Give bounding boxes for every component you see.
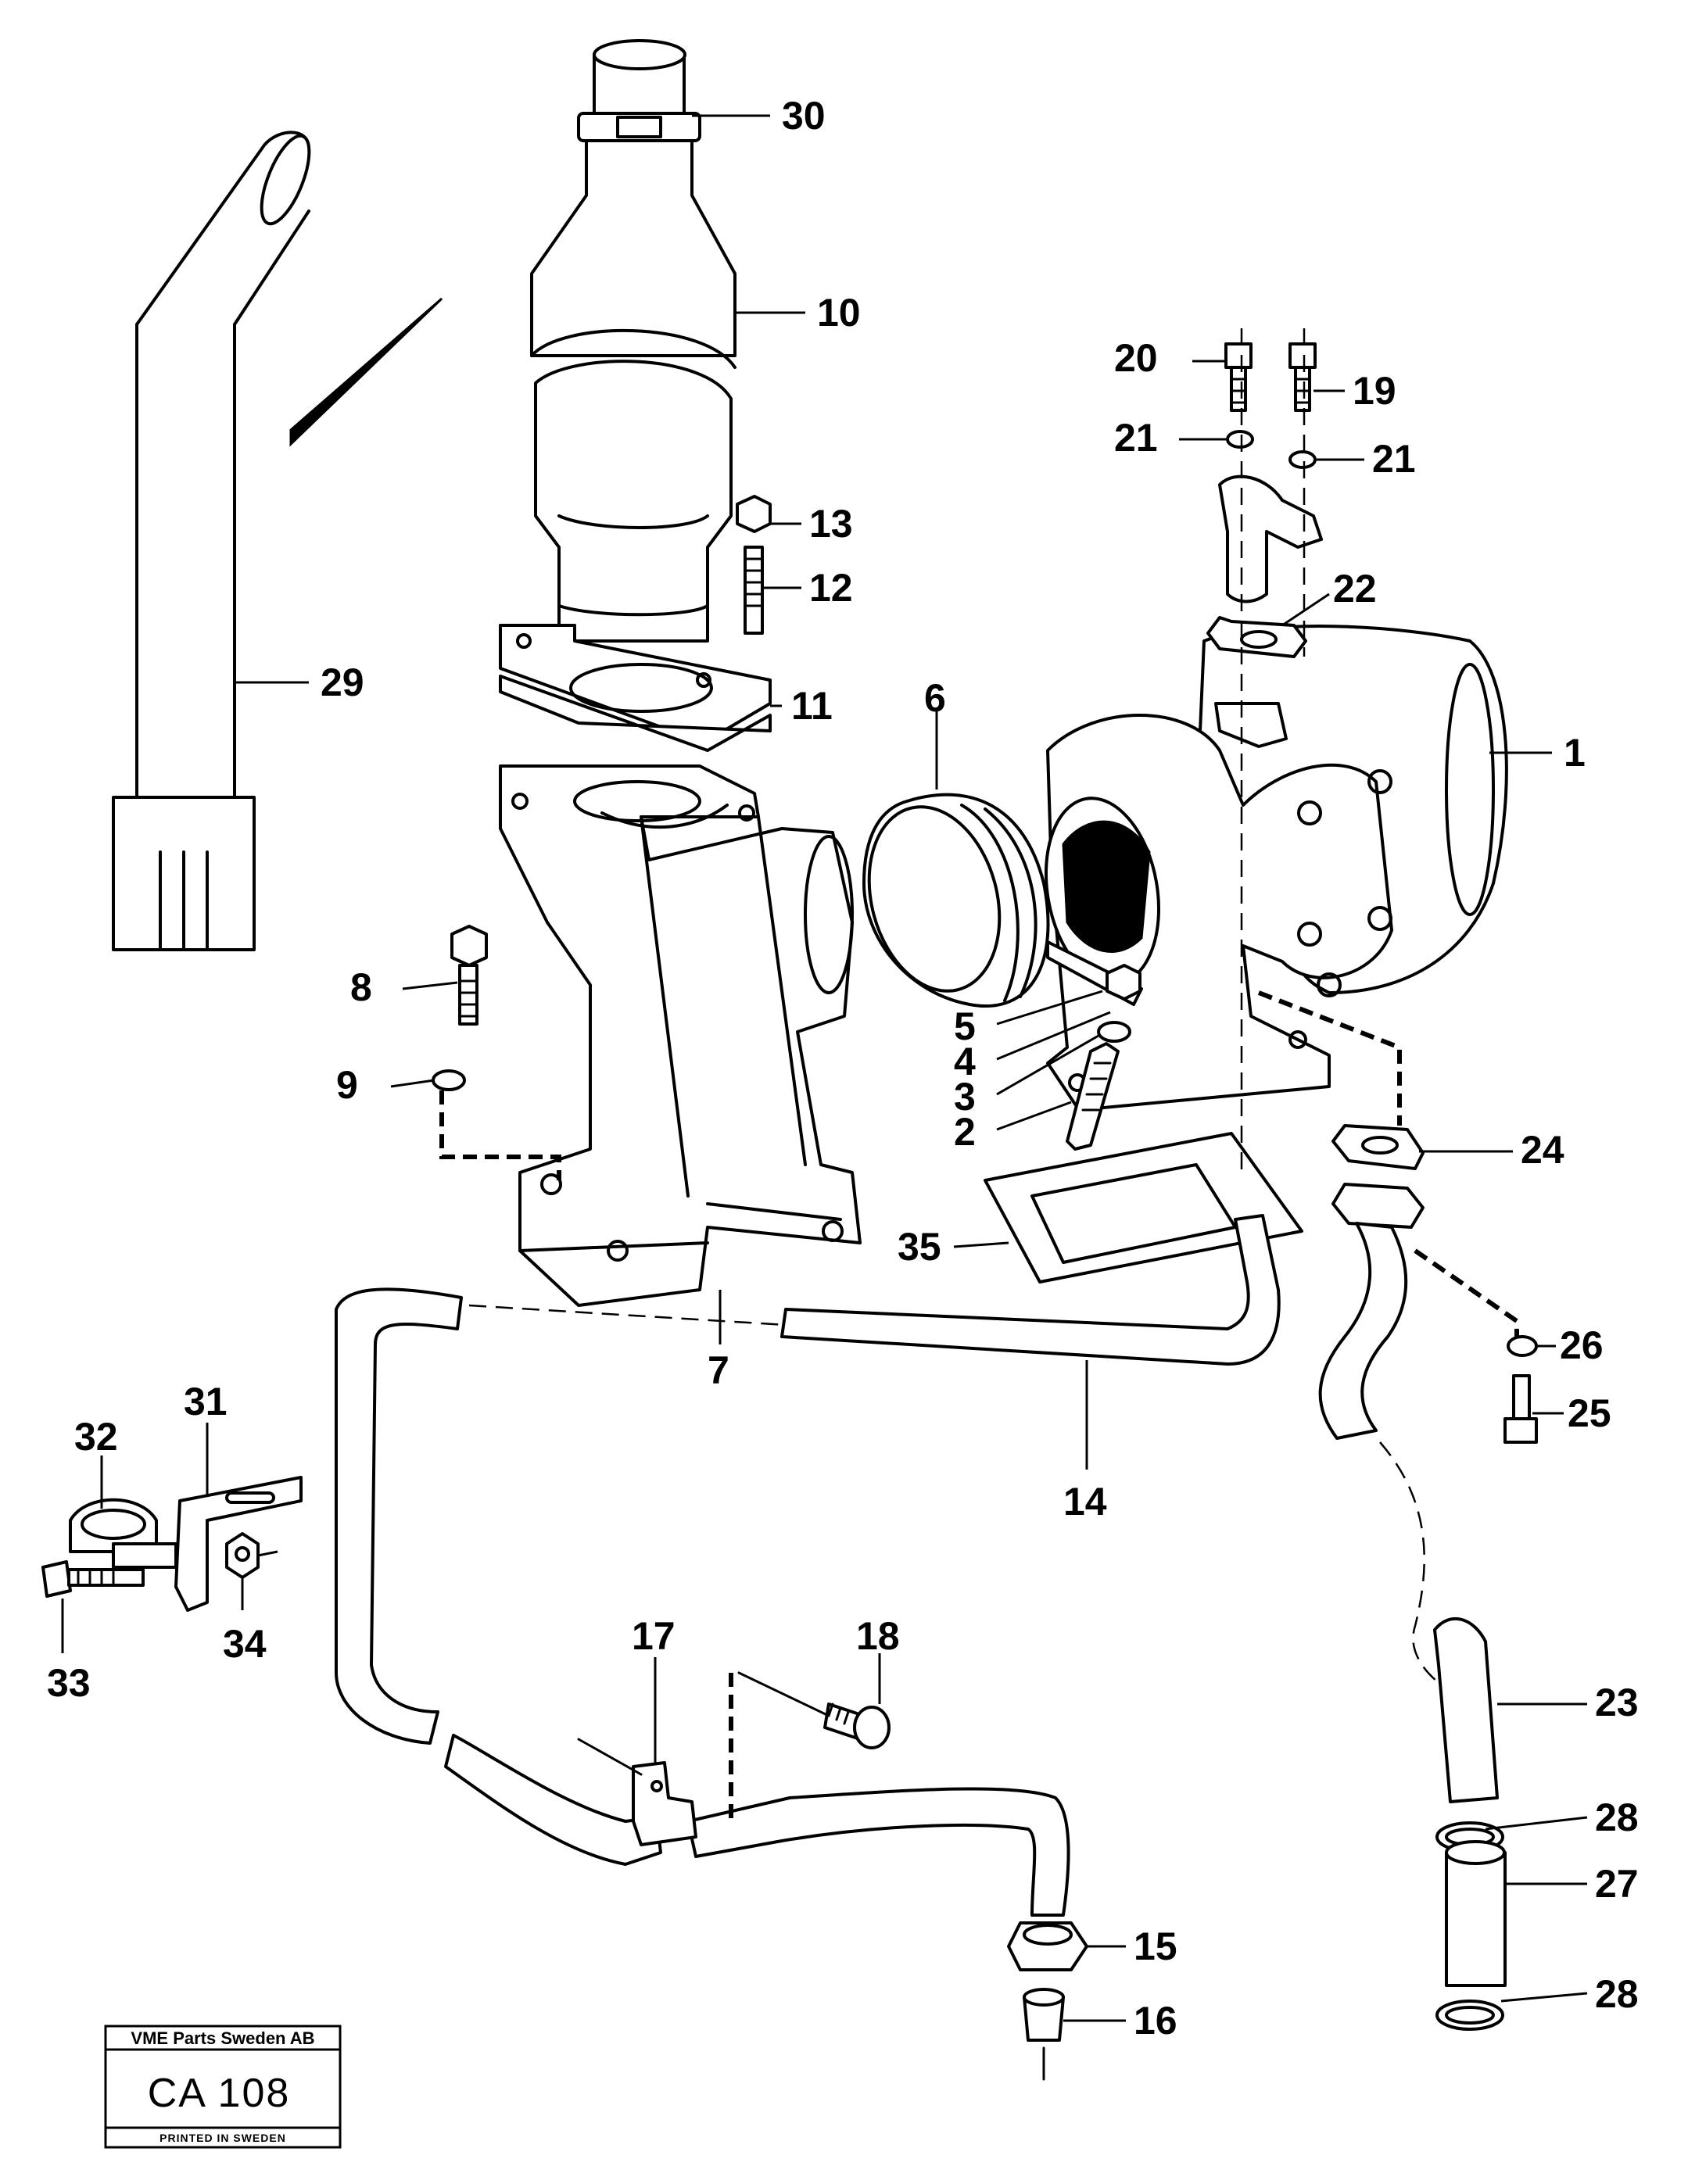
- part-2-stud: [996, 1042, 1120, 1151]
- title-block-printed: PRINTED IN SWEDEN: [159, 2132, 286, 2144]
- callout-21-right: 21: [1372, 437, 1416, 481]
- callout-28-upper: 28: [1595, 1796, 1639, 1839]
- part-20-bolt: [1192, 342, 1253, 412]
- callout-31: 31: [184, 1380, 228, 1423]
- callout-4: 4: [954, 1040, 976, 1083]
- callout-9: 9: [336, 1063, 358, 1107]
- direction-wedge: [289, 297, 443, 447]
- part-26-washer: [1507, 1335, 1556, 1357]
- title-block: VME Parts Sweden AB CA 108 PRINTED IN SW…: [104, 2025, 342, 2149]
- callout-19: 19: [1353, 369, 1396, 413]
- callout-25: 25: [1568, 1391, 1611, 1435]
- part-4-nut: [996, 964, 1141, 1061]
- part-28-clamp-lower: [1435, 1992, 1588, 2031]
- callout-26: 26: [1560, 1323, 1604, 1367]
- callout-35: 35: [898, 1225, 941, 1269]
- part-17-clip: [577, 1657, 697, 1846]
- callout-10: 10: [817, 291, 861, 335]
- part-21-washer-right: [1288, 450, 1364, 469]
- part-13-nut: [736, 495, 801, 533]
- part-3-washer: [996, 1021, 1131, 1096]
- part-32-pipe-clamp: [69, 1455, 177, 1569]
- part-10-silencer: [530, 39, 805, 643]
- callout-15: 15: [1134, 1924, 1177, 1968]
- part-9-washer: [390, 1069, 561, 1180]
- callout-11: 11: [791, 684, 833, 728]
- part-14-pipe: [468, 1214, 1281, 1470]
- callout-12: 12: [809, 566, 853, 610]
- callout-33: 33: [47, 1661, 91, 1705]
- callout-34: 34: [223, 1622, 267, 1666]
- part-23-hose: [1433, 1617, 1587, 1803]
- callout-6: 6: [924, 676, 946, 720]
- part-12-stud: [744, 546, 801, 635]
- callout-3: 3: [954, 1075, 976, 1119]
- part-24-gasket: [1331, 1124, 1513, 1170]
- part-16-sleeve: [1023, 1988, 1126, 2081]
- callout-21-left: 21: [1114, 416, 1158, 460]
- part-8-bolt: [402, 925, 488, 1026]
- callout-28-lower: 28: [1595, 1972, 1639, 2016]
- callout-1: 1: [1564, 731, 1586, 775]
- callout-17: 17: [632, 1614, 676, 1658]
- part-34-nut: [225, 1532, 278, 1610]
- callout-20: 20: [1114, 336, 1158, 380]
- callout-27: 27: [1595, 1862, 1639, 1906]
- callout-30: 30: [782, 94, 826, 138]
- title-block-code: CA 108: [148, 2071, 291, 2116]
- part-27-hose-sleeve: [1445, 1840, 1587, 1987]
- callout-8: 8: [350, 965, 372, 1009]
- part-1-turbocharger: [1044, 625, 1552, 1112]
- part-6-bellows: [862, 711, 1050, 1008]
- drain-hose: [335, 1287, 1070, 1917]
- callout-13: 13: [809, 502, 853, 546]
- part-19-bolt: [1288, 342, 1345, 412]
- part-21-washer-left: [1179, 430, 1254, 449]
- part-31-bracket: [174, 1423, 303, 1612]
- callout-14: 14: [1063, 1480, 1107, 1523]
- part-21-oil-elbow: [1218, 474, 1323, 603]
- part-11-flange-gasket: [499, 624, 782, 752]
- callout-24: 24: [1521, 1128, 1564, 1172]
- part-18-screw: [737, 1653, 891, 1749]
- part-33-bolt: [41, 1560, 145, 1653]
- callout-23: 23: [1595, 1681, 1639, 1724]
- callout-2: 2: [954, 1110, 976, 1154]
- callout-5: 5: [954, 1004, 976, 1048]
- part-7-exhaust-elbow: [499, 764, 862, 1344]
- callout-7: 7: [708, 1348, 729, 1392]
- part-29-exhaust-tailpipe: [112, 131, 311, 951]
- callout-16: 16: [1134, 1999, 1177, 2043]
- title-block-company: VME Parts Sweden AB: [131, 2028, 314, 2048]
- callout-32: 32: [74, 1415, 118, 1459]
- part-15-union-nut: [1007, 1921, 1126, 1971]
- callout-29: 29: [321, 661, 364, 704]
- part-25-bolt: [1503, 1374, 1564, 1444]
- callout-22: 22: [1333, 567, 1377, 610]
- callout-18: 18: [856, 1614, 900, 1658]
